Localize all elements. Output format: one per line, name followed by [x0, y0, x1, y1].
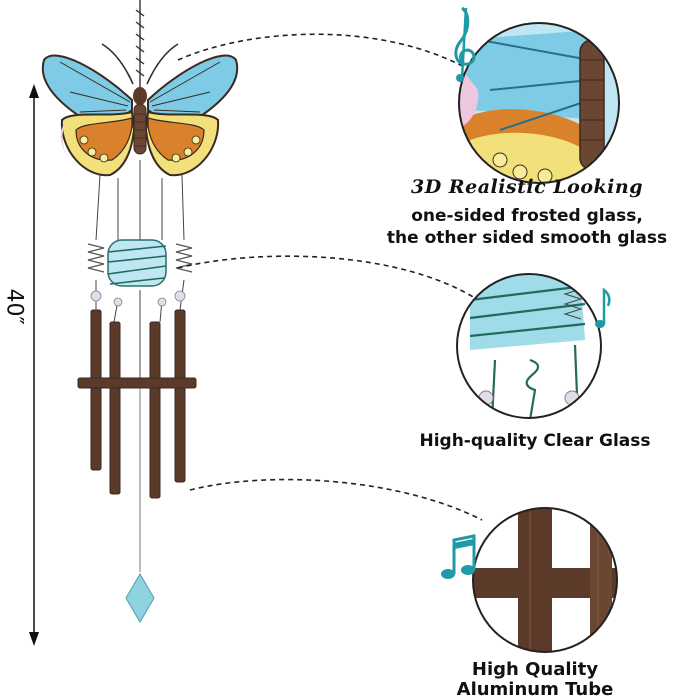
dimension-arrow	[29, 84, 39, 646]
callout-1-line-2: the other sided smooth glass	[386, 228, 668, 248]
callout-circle-glass	[456, 273, 602, 419]
treble-clef-icon	[454, 6, 476, 82]
callout-3-line-1: High Quality	[471, 659, 599, 680]
music-note-icon	[595, 287, 611, 328]
glass-orb	[107, 239, 167, 287]
callout-circle-butterfly	[458, 22, 620, 184]
hanging-chain	[135, 0, 145, 88]
callout-circle-tube	[472, 507, 618, 653]
beads	[90, 290, 186, 307]
callout-connectors	[177, 33, 483, 521]
chime-strings	[95, 160, 185, 380]
aluminum-tubes	[77, 309, 197, 499]
wind-catcher	[125, 388, 155, 623]
butterfly	[41, 43, 239, 177]
callout-1-line-1: one-sided frosted glass,	[411, 206, 643, 226]
height-dimension-label: 40″	[1, 288, 27, 325]
callout-1-title: 3D Realistic Looking	[411, 176, 643, 198]
callout-3-line-2: Aluminum Tube	[456, 679, 614, 700]
double-note-icon	[441, 534, 476, 579]
callout-2-title: High-quality Clear Glass	[419, 431, 651, 451]
